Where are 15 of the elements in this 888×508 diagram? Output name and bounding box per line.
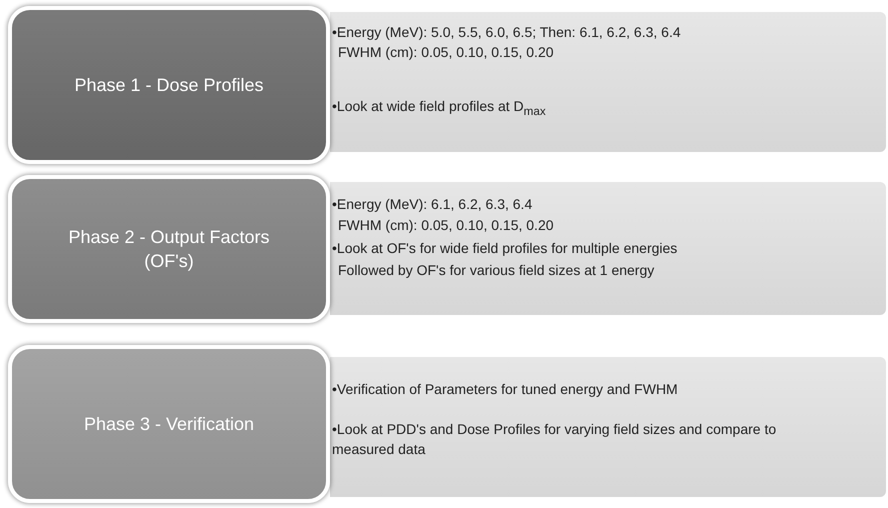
details-panel	[330, 357, 886, 497]
bullet-text: •Look at OF's for wide field profiles for multiple energies	[332, 239, 678, 258]
phase-title: Phase 2 - Output Factors (OF's)	[67, 226, 271, 273]
bullet-text: •Energy (MeV): 5.0, 5.5, 6.0, 6.5; Then: 6.1, 6.2, 6.3, 6.4	[332, 23, 682, 42]
bullet-text: •Energy (MeV): 6.1, 6.2, 6.3, 6.4	[332, 195, 534, 214]
bullet-text: Followed by OF's for various field sizes at 1 energy	[338, 261, 656, 280]
details-panel	[330, 12, 886, 152]
bullet-text: FWHM (cm): 0.05, 0.10, 0.15, 0.20	[338, 216, 555, 235]
bullet-text: FWHM (cm): 0.05, 0.10, 0.15, 0.20	[338, 43, 555, 62]
bullet-text: •Look at wide field profiles at D$_{max}$	[332, 97, 547, 120]
phase-title: Phase 3 - Verification	[82, 412, 256, 436]
phase-title: Phase 1 - Dose Profiles	[73, 74, 265, 97]
details-panel	[330, 182, 886, 315]
bullet-text: •Look at PDD's and Dose Profiles for varying field sizes and compare to measured data	[332, 420, 778, 460]
bullet-text: •Verification of Parameters for tuned energy and FWHM	[332, 380, 679, 399]
